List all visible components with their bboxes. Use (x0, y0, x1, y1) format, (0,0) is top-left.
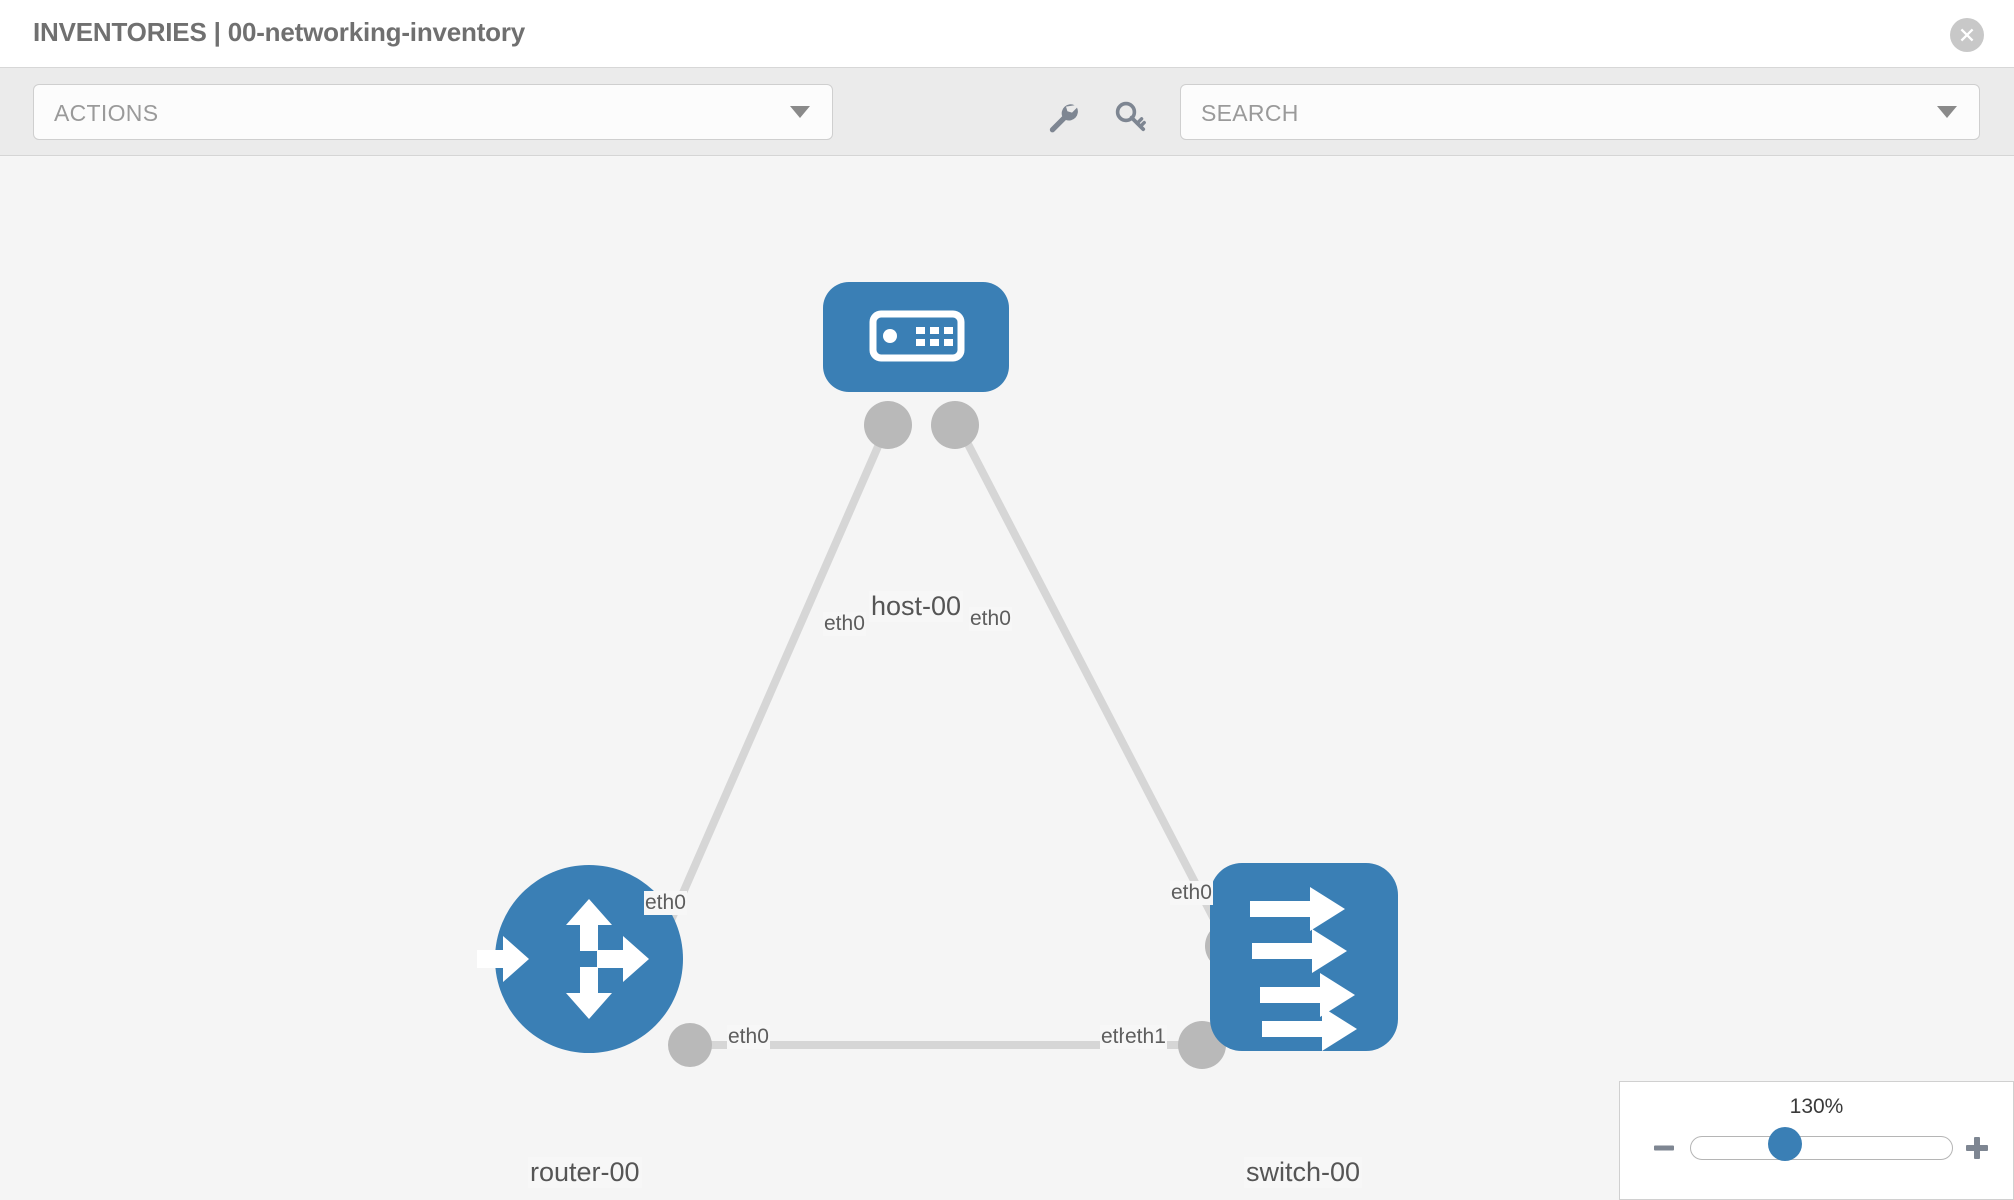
plus-icon[interactable] (1963, 1134, 1991, 1162)
zoom-level-value: 130% (1789, 1095, 1844, 1118)
chevron-down-icon (790, 106, 810, 118)
node-label-host-00: host-00 (869, 591, 964, 622)
node-label-router-00: router-00 (528, 1157, 642, 1188)
key-icon[interactable] (1110, 96, 1152, 138)
zoom-slider-thumb[interactable] (1768, 1127, 1802, 1161)
edge-label-host-switch: eth0 (969, 607, 1012, 631)
topology-canvas[interactable]: host-00 router-00 switch-00 eth0 eth0 et… (0, 157, 2014, 1200)
topology-edges (651, 417, 1234, 1049)
search-placeholder: SEARCH (1201, 100, 1299, 126)
search-input[interactable]: SEARCH (1180, 84, 1980, 140)
actions-dropdown-label: ACTIONS (54, 100, 159, 126)
topology-node-host-00 (823, 282, 1009, 392)
close-icon[interactable] (1950, 18, 1984, 52)
edge-label-switch-host: eth0 (1170, 881, 1213, 905)
node-label-switch-00: switch-00 (1244, 1157, 1363, 1188)
wrench-icon[interactable] (1041, 96, 1083, 138)
switch-arrows-icon (1250, 887, 1357, 1051)
zoom-slider[interactable] (1690, 1136, 1953, 1160)
topology-node-switch-00 (1210, 863, 1398, 1051)
edge-label-switch-router: eth1 (1124, 1025, 1167, 1049)
page-header: INVENTORIES | 00-networking-inventory (0, 0, 2014, 68)
edge-label-router-host: eth0 (644, 891, 687, 915)
edge-label-host-router: eth0 (823, 612, 866, 636)
minus-icon[interactable] (1650, 1134, 1678, 1162)
actions-dropdown[interactable]: ACTIONS (33, 84, 833, 140)
router-arrows-icon (477, 899, 649, 1019)
edge-label-router-switch: eth0 (727, 1025, 770, 1049)
topology-node-router-00 (477, 865, 683, 1053)
server-icon (869, 310, 965, 362)
zoom-control-panel: 130% (1619, 1081, 2014, 1200)
page-title: INVENTORIES | 00-networking-inventory (33, 17, 526, 47)
chevron-down-icon (1937, 106, 1957, 118)
